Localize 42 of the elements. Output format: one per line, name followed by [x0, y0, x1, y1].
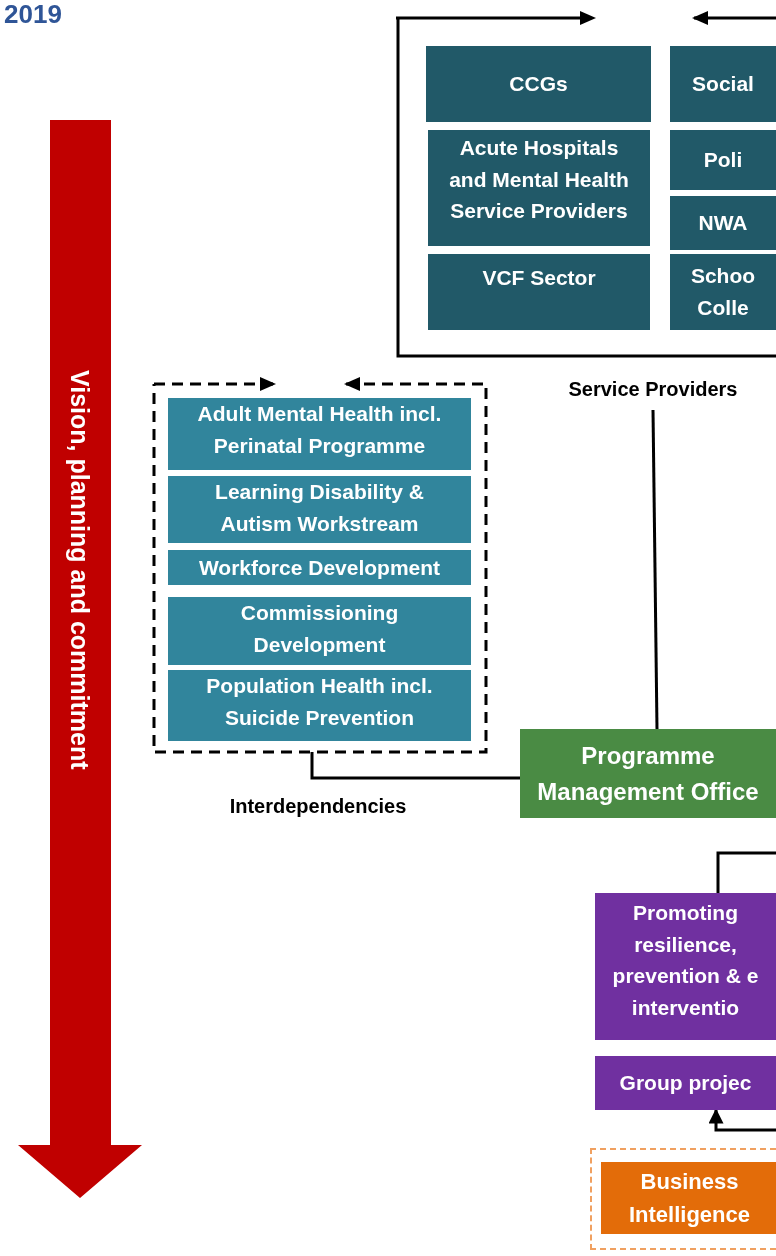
- box-label: Business Intelligence: [627, 1168, 751, 1229]
- process-box: [168, 550, 471, 585]
- process-box: [428, 130, 650, 246]
- process-box: [168, 670, 471, 741]
- dashed-frame: [590, 1148, 776, 1250]
- process-box: [428, 254, 650, 330]
- process-box: [168, 476, 471, 543]
- box-label: Population Health incl. Suicide Prevention: [205, 673, 434, 731]
- box-label: CCGs: [508, 71, 569, 98]
- banner-text: Vision, planning and commitment: [65, 370, 95, 770]
- process-box: [601, 1162, 776, 1234]
- connector-line: [651, 410, 659, 729]
- process-box: [168, 597, 471, 665]
- arrow: [708, 1108, 776, 1132]
- process-box: [426, 46, 651, 122]
- box-label: Learning Disability & Autism Workstream: [214, 479, 425, 537]
- connector-line: [310, 752, 520, 780]
- process-box: [670, 46, 776, 122]
- box-label: Schoo Colle: [689, 263, 757, 321]
- connector-line: [716, 851, 776, 893]
- box-label: NWA: [697, 210, 749, 237]
- title: 2019: [4, 0, 62, 29]
- group-heading: Service Providers: [567, 377, 739, 401]
- process-box: [168, 398, 471, 470]
- box-label: Adult Mental Health incl. Perinatal Programme: [196, 401, 443, 459]
- process-box: [520, 729, 776, 818]
- process-box: [670, 196, 776, 250]
- box-label: Programme Management Office: [536, 740, 760, 807]
- box-label: Social: [691, 71, 755, 98]
- process-box: [595, 1056, 776, 1110]
- box-label: Poli: [702, 147, 744, 174]
- box-label: Group projec: [618, 1070, 753, 1097]
- box-label: VCF Sector: [481, 265, 597, 291]
- arrow-banner: [18, 120, 142, 1198]
- box-label: Commissioning Development: [239, 600, 400, 658]
- box-label: Workforce Development: [197, 555, 442, 581]
- group-heading: Interdependencies: [228, 794, 408, 818]
- process-box: [670, 130, 776, 190]
- box-label: Acute Hospitals and Mental Health Service Providers: [448, 135, 630, 224]
- process-box: [670, 254, 776, 330]
- box-label: Promoting resilience, prevention & e interventio: [611, 900, 760, 1021]
- process-box: [595, 893, 776, 1040]
